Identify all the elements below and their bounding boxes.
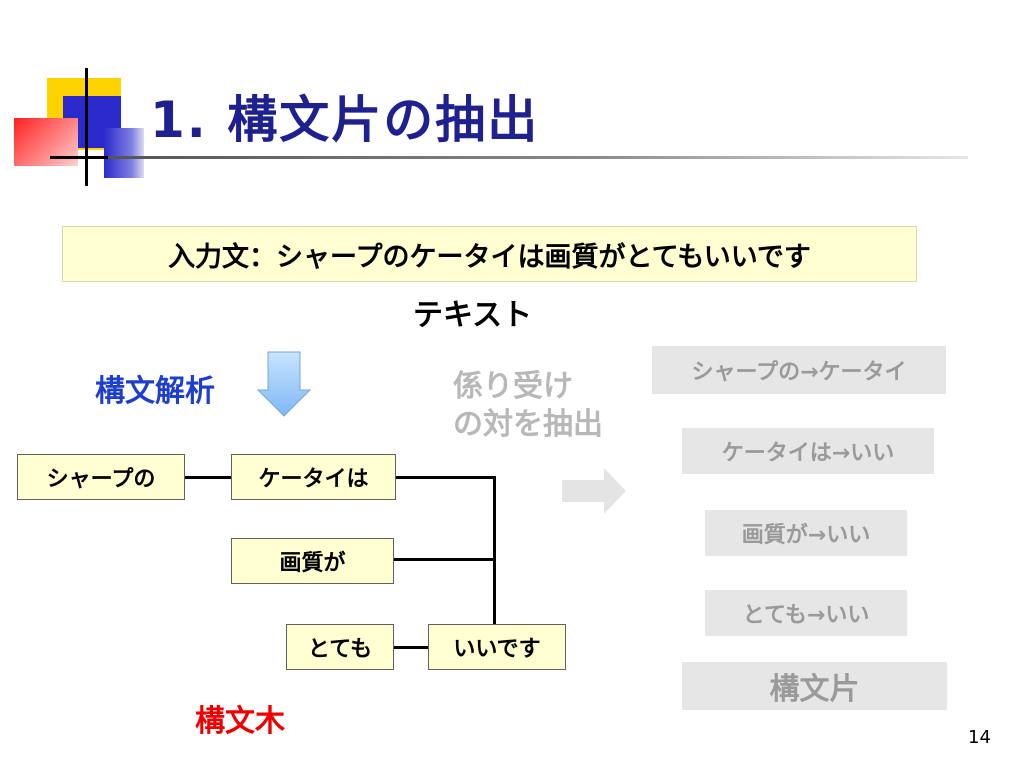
page-number: 14 [968,727,991,748]
tree-node: とても [286,624,394,670]
parse-label: 構文解析 [95,374,215,409]
dependency-pair-box: シャープの→ケータイ [652,346,946,394]
logo-square-blue-fade [104,128,144,178]
tree-node: いいです [428,624,566,670]
right-arrow-icon [562,468,626,514]
tree-edge-gashitsu-right [394,558,496,561]
extract-label-line2: の対を抽出 [453,407,603,442]
slide-title: 1. 構文片の抽出 [150,91,540,149]
input-sentence-box: 入力文：シャープのケータイは画質がとてもいいです [62,226,917,282]
logo-horizontal-line [50,156,110,159]
dependency-pair-box: 画質が→いい [705,510,907,556]
tree-edge-keitai-right [396,476,496,479]
text-label: テキスト [413,298,533,333]
title-underline [108,156,968,159]
down-arrow-icon [256,351,312,417]
result-label-box: 構文片 [682,662,947,710]
tree-label: 構文木 [195,704,285,739]
tree-node: 画質が [231,538,394,584]
tree-node: ケータイは [231,454,396,500]
input-sentence-text: 入力文：シャープのケータイは画質がとてもいいです [168,241,811,273]
dependency-pair-box: とても→いい [705,590,907,636]
extract-label: 係り受け の対を抽出 [453,368,603,444]
extract-label-line1: 係り受け [453,369,573,404]
tree-edge-totemo-iidesu [394,646,428,649]
tree-edge-sharp-keitai [185,476,231,479]
logo-vertical-line [85,68,88,186]
tree-trunk-vertical [493,476,496,624]
dependency-pair-box: ケータイは→いい [682,428,934,474]
tree-node: シャープの [17,454,185,500]
